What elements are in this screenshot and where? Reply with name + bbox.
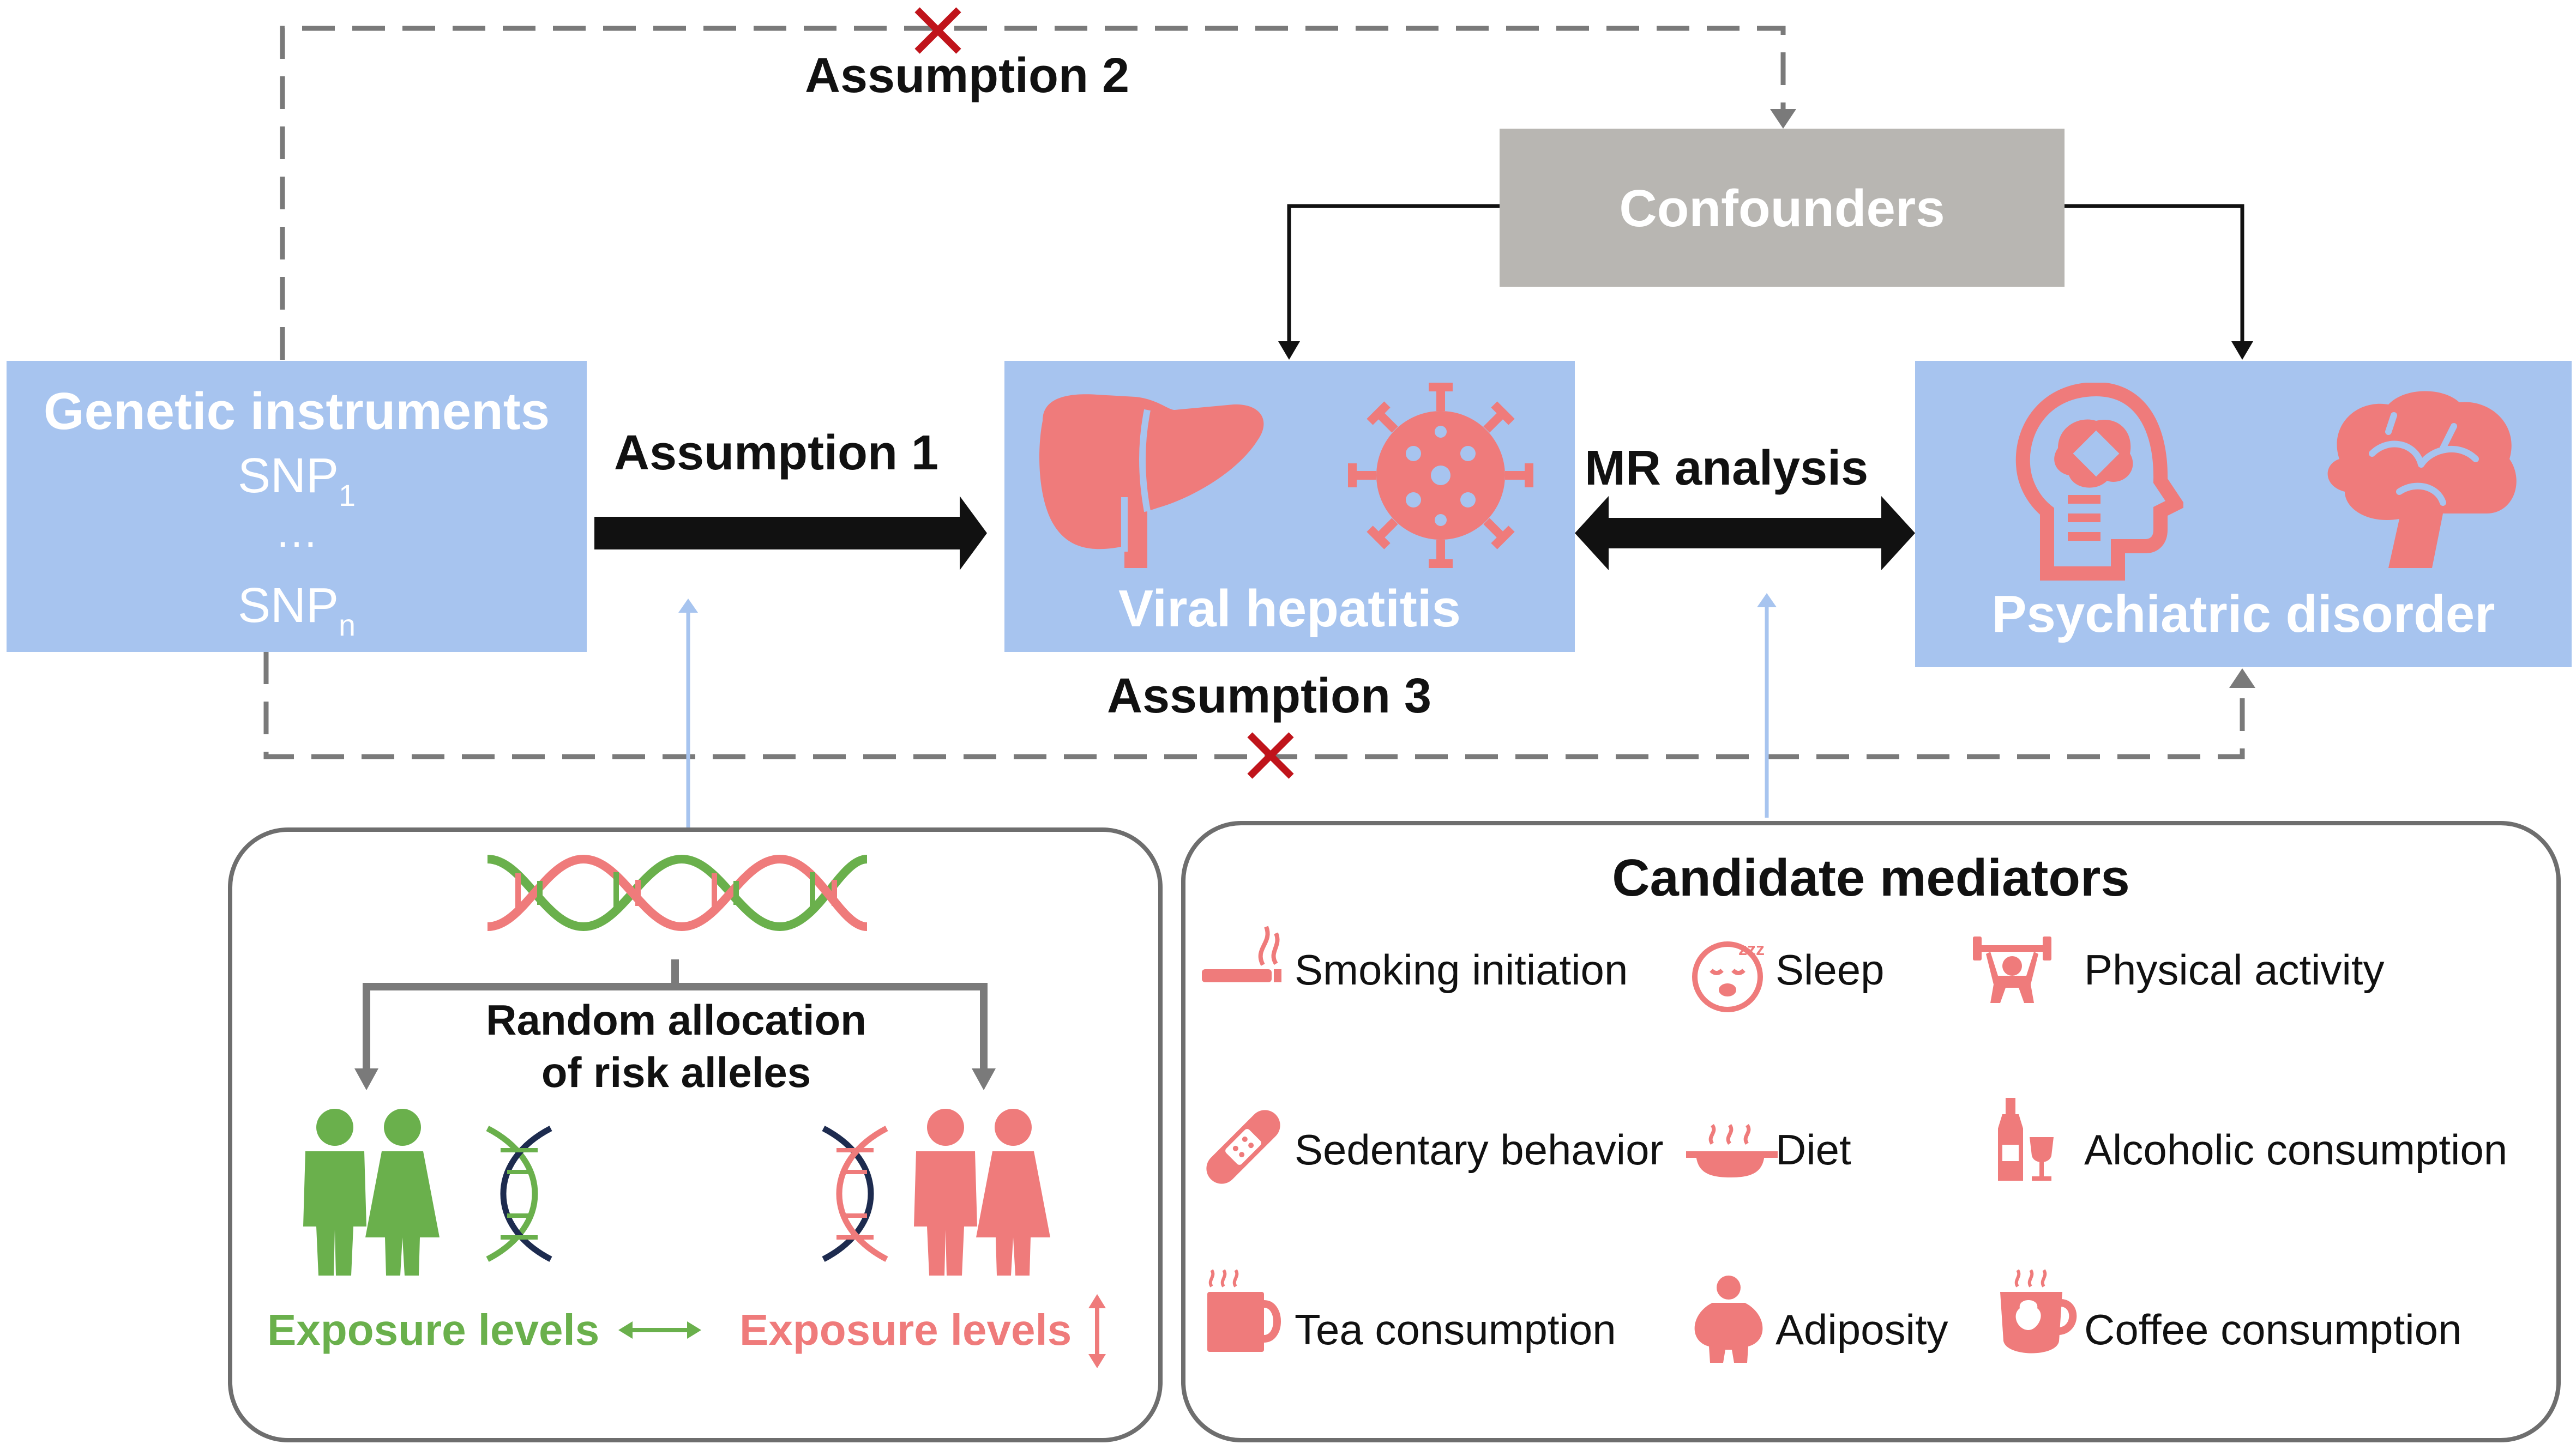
left-right-arrow-icon <box>618 1321 701 1339</box>
mediator-label-physical-activity: Physical activity <box>2084 946 2385 994</box>
allocation-branch-arrow <box>354 959 996 1090</box>
candidate-mediators-panel <box>1181 821 2561 1442</box>
genetic-instruments-box: Genetic instruments SNP1 … SNPn <box>7 361 587 652</box>
exposure-levels-risk: Exposure levels <box>739 1306 1072 1354</box>
mediator-label-sedentary: Sedentary behavior <box>1295 1126 1664 1174</box>
mr-analysis-double-arrow <box>1575 496 1915 570</box>
obesity-icon <box>1694 1276 1763 1363</box>
assumption-2-dashed-path <box>280 26 1796 360</box>
genetic-instruments-title: Genetic instruments <box>43 382 550 440</box>
mediator-label-coffee: Coffee consumption <box>2084 1306 2462 1354</box>
viral-hepatitis-box: Viral hepatitis <box>1004 361 1575 652</box>
coffee-cup-icon <box>2000 1269 2077 1354</box>
psychiatric-disorder-label: Psychiatric disorder <box>1991 585 2495 643</box>
mediators-up-arrow <box>1757 593 1777 818</box>
confounders-label: Confounders <box>1619 179 1945 238</box>
dna-helix-icon <box>487 854 868 932</box>
assumption-1-label: Assumption 1 <box>614 426 939 480</box>
random-allocation-up-arrow <box>678 599 698 829</box>
exposure-levels-normal: Exposure levels <box>267 1306 600 1354</box>
up-down-arrow-icon <box>1088 1294 1106 1368</box>
svg-text:zzz: zzz <box>1738 939 1765 959</box>
mediator-label-sleep: Sleep <box>1775 946 1885 994</box>
snp-first: SNP1 <box>237 449 356 513</box>
tea-mug-icon <box>1207 1269 1281 1352</box>
confounder-to-outcome-arrow <box>2065 204 2253 360</box>
dna-icon <box>486 1126 552 1262</box>
mediator-label-diet: Diet <box>1775 1126 1851 1174</box>
wine-icon <box>1998 1098 2054 1181</box>
assumption-3-dashed-path <box>263 651 2255 759</box>
liver-icon <box>1039 394 1264 568</box>
snp-last: SNPn <box>237 578 356 643</box>
assumption-3-cross-icon <box>1247 732 1294 779</box>
weightlifting-icon <box>1973 937 2051 1003</box>
viral-hepatitis-label: Viral hepatitis <box>1118 579 1461 638</box>
mediator-label-tea: Tea consumption <box>1295 1306 1616 1354</box>
confounders-box: Confounders <box>1500 129 2065 287</box>
mediator-label-adiposity: Adiposity <box>1775 1306 1948 1354</box>
assumption-2-cross-icon <box>914 7 961 54</box>
confounder-to-exposure-arrow <box>1278 204 1500 360</box>
psychiatric-disorder-box: Psychiatric disorder <box>1915 361 2572 667</box>
couple-icon-risk <box>914 1109 1050 1276</box>
random-allocation-line2: of risk alleles <box>541 1048 811 1096</box>
dna-icon-risk <box>822 1126 888 1262</box>
head-brain-icon <box>2015 383 2183 581</box>
cigarette-icon <box>1202 926 1281 982</box>
mediator-label-smoking: Smoking initiation <box>1295 946 1628 994</box>
assumption-2-label: Assumption 2 <box>805 49 1130 103</box>
brain-icon <box>2327 391 2517 568</box>
random-allocation-line1: Random allocation <box>486 996 866 1044</box>
sleep-face-icon: zzz <box>1692 939 1765 1012</box>
mediator-label-alcohol: Alcoholic consumption <box>2084 1126 2508 1174</box>
assumption-1-arrow <box>594 496 987 570</box>
pan-icon <box>1686 1123 1778 1177</box>
assumption-3-label: Assumption 3 <box>1107 669 1432 723</box>
mr-analysis-label: MR analysis <box>1585 441 1869 496</box>
virus-icon <box>1348 383 1533 568</box>
bandage-icon <box>1206 1110 1280 1184</box>
couple-icon <box>303 1109 440 1276</box>
snp-ellipsis: … <box>275 508 318 556</box>
candidate-mediators-title: Candidate mediators <box>1612 849 2130 907</box>
